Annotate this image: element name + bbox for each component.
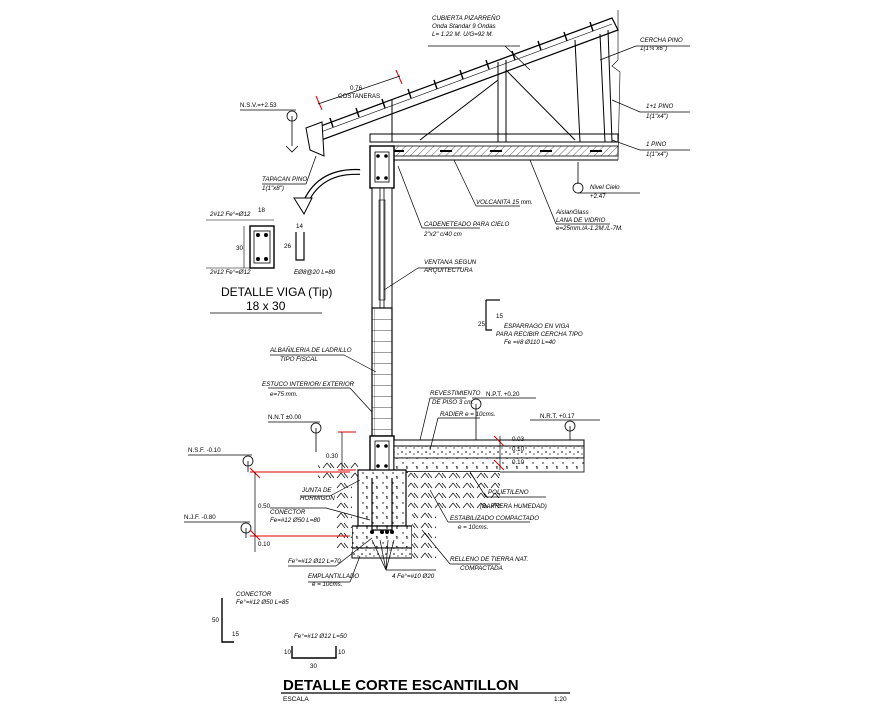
label-tapacan-2: 1(1"x8") <box>262 185 284 192</box>
foundation-section <box>318 439 585 560</box>
label-estabilizado-2: e = 10cms. <box>458 524 488 531</box>
label-radier: RADIER e = 10cms. <box>440 411 496 418</box>
dim-010c: 0.10 <box>258 541 271 548</box>
level-markers <box>184 109 640 538</box>
label-esparrago-1: ESPARRAGO EN VIGA <box>504 323 570 330</box>
label-aislan-3: e=25mm./A-1.2M./L-7M. <box>556 225 623 232</box>
label-junta-1: JUNTA DE <box>301 487 332 494</box>
label-cadeneteado-2: 2"x2" c/40 cm <box>423 231 462 238</box>
label-emplantillado-1: EMPLANTILLADO <box>308 573 359 580</box>
level-nrt: N.R.T. +0.17 <box>540 413 575 420</box>
dim-030: 0.30 <box>326 453 339 460</box>
level-njf: N.J.F. -0.80 <box>184 514 216 521</box>
scale-label: ESCALA <box>283 696 309 703</box>
viga-dim-hook2: 26 <box>284 243 291 250</box>
label-cadeneteado-1: CADENETEADO PARA CIELO <box>424 221 509 228</box>
label-relleno-2: COMPACTADA <box>460 565 503 572</box>
label-albanileria-2: TIPO FISCAL <box>280 356 318 363</box>
level-nsf: N.S.F. -0.10 <box>188 447 221 454</box>
label-polietileno-2: (BARRERA HUMEDAD) <box>480 503 547 510</box>
label-cercha-2: 1(1¼"x6") <box>640 45 667 52</box>
label-esparrago-dim-b: 25 <box>478 321 485 328</box>
level-npt: N.P.T. +0.20 <box>486 391 520 398</box>
conector-label-2: Fe°=#12 Ø50 L=85 <box>236 599 289 606</box>
dim-050: 0.50 <box>258 503 271 510</box>
label-pino-a-2: 1(1"x4") <box>646 113 668 120</box>
conector-dim-15: 15 <box>232 631 239 638</box>
u-hook <box>291 646 337 659</box>
conector-label-1: CONECTOR <box>236 591 272 598</box>
label-esparrago-2: PARA RECIBIR CERCHA TIPO <box>496 331 583 338</box>
label-cubierta-3: L= 1.22 M. U/G=92 M. <box>432 31 493 38</box>
label-aislan-2: LANA DE VIDRIO <box>556 217 605 224</box>
dim-010a: 0.10 <box>512 446 525 453</box>
label-costaneras: COSTANERAS <box>338 93 380 100</box>
viga-dim-hook: 14 <box>296 223 303 230</box>
viga-dim-width: 18 <box>258 207 265 214</box>
label-estuco-2: e=75 mm. <box>270 391 298 398</box>
level-nsv: N.S.V.=+2.53 <box>240 102 277 109</box>
label-tapacan-1: TAPACAN PINO <box>262 176 307 183</box>
dim-010b: 0.10 <box>512 459 525 466</box>
wall-section <box>369 145 395 479</box>
viga-top-bars: 2#12 Fe°=Ø12 <box>209 211 251 218</box>
dim-003: 0.03 <box>512 436 525 443</box>
scale-value: 1:20 <box>554 696 567 703</box>
label-nivel-cielo-val: +2.47 <box>590 193 606 200</box>
label-estabilizado-1: ESTABILIZADO COMPACTADO <box>450 515 539 522</box>
conector-dim-50: 50 <box>212 617 219 624</box>
label-pino-b-2: 1(1"x4") <box>646 151 668 158</box>
label-nivel-cielo: Nivel Cielo <box>590 184 620 191</box>
viga-detail-size: 18 x 30 <box>246 299 286 313</box>
hook-dim-10b: 10 <box>338 649 345 656</box>
hook-dim-10a: 10 <box>284 649 291 656</box>
label-estuco-1: ESTUCO INTERIOR/ EXTERIOR <box>262 381 355 388</box>
label-cubierta-2: Onda Standar 9 Ondas <box>432 23 496 30</box>
viga-dim-height: 30 <box>236 245 243 252</box>
label-esparrago-3: Fe =#8 Ø110 L=40 <box>504 339 556 346</box>
label-junta-2: HORMIGON <box>300 495 335 502</box>
label-conector-1: CONECTOR <box>270 509 306 516</box>
label-esparrago-dim-a: 15 <box>496 313 503 320</box>
label-albanileria-1: ALBAÑILERIA DE LADRILLO <box>269 347 352 354</box>
hook-label: Fe°=#12 Ø12 L=50 <box>294 633 347 640</box>
drawing-title: DETALLE CORTE ESCANTILLON <box>283 677 519 694</box>
label-fe-bars: Fe°=#12 Ø12 L=70 <box>288 558 341 565</box>
label-cubierta-1: CUBIERTA PIZARREÑO <box>432 15 500 22</box>
label-cercha-1: CERCHA PINO <box>640 37 683 44</box>
label-pino-b-1: 1 PINO <box>646 141 666 148</box>
label-aislan-1: AislanGlass <box>555 209 589 216</box>
label-ventana-1: VENTANA SEGUN <box>424 259 477 266</box>
label-volcanita: VOLCANITA 15 mm. <box>476 199 533 206</box>
level-nnt: N.N.T ±0.00 <box>268 414 302 421</box>
label-relleno-1: RELLENO DE TIERRA NAT. <box>450 556 528 563</box>
label-costaneras-dim: 0.76 <box>350 85 363 92</box>
viga-detail-title: DETALLE VIGA (Tip) <box>221 285 332 299</box>
roof-structure <box>305 10 621 161</box>
label-emplantillado-2: e = 10cms. <box>312 581 342 588</box>
esparrago-hook <box>485 300 492 331</box>
label-revestimiento-1: REVESTIMIENTO <box>430 390 481 397</box>
viga-bottom-bars: 2#12 Fe°=Ø12 <box>209 269 251 276</box>
label-four-bars: 4 Fe°=#10 Ø20 <box>392 573 435 580</box>
viga-stirrup: EØ8@20 L=80 <box>294 269 336 276</box>
hook-dim-30: 30 <box>310 663 317 670</box>
label-polietileno-1: POLIETILENO <box>488 489 529 496</box>
label-revestimiento-2: DE PISO 3 cm. <box>432 399 474 406</box>
viga-detail <box>206 219 322 314</box>
conector-hook <box>221 598 234 643</box>
label-ventana-2: ARQUITECTURA <box>423 267 473 274</box>
label-pino-a-1: 1+1 PINO <box>646 103 674 110</box>
leader-lines <box>262 45 690 583</box>
label-conector-2: Fe=#12 Ø50 L=80 <box>270 517 321 524</box>
